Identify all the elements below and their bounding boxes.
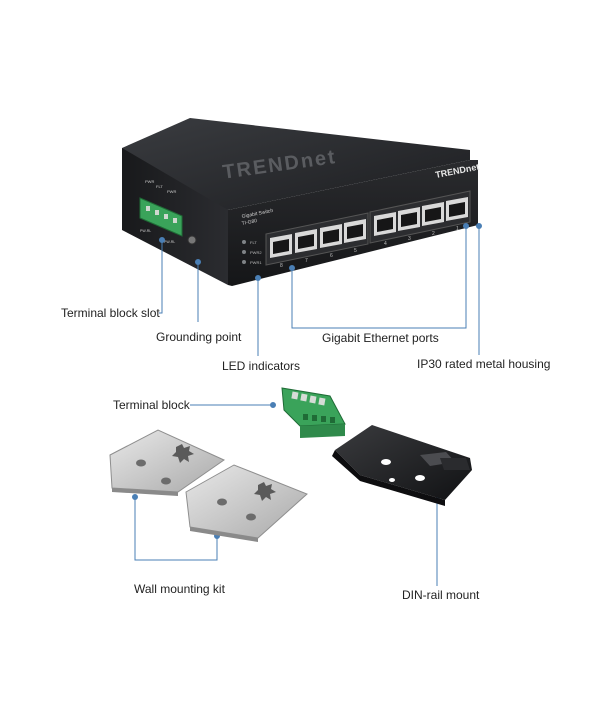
port-number-3: 3 [408, 236, 411, 242]
led-indicators: FLT PWR2 PWR1 [242, 240, 262, 265]
terminal-block [281, 387, 346, 438]
led-pwr2 [242, 250, 246, 254]
rj45-port-3 [398, 207, 420, 231]
din-rail-mount [332, 425, 472, 506]
rj45-port-4 [374, 212, 396, 236]
model-text-line2: TI-G80 [241, 218, 258, 227]
port-number-8: 8 [280, 263, 283, 269]
rj45-port-1 [446, 197, 468, 221]
wall-mounting-kit [109, 429, 308, 542]
port-number-2: 2 [432, 231, 435, 237]
terminal-label-1: PWR [145, 179, 154, 184]
callout-grounding-point: Grounding point [156, 330, 242, 344]
wall-plate-2 [185, 464, 308, 542]
callout-ip30-housing: IP30 rated metal housing [417, 357, 551, 371]
port-number-4: 4 [384, 241, 387, 247]
callout-led-indicators: LED indicators [222, 359, 301, 373]
terminal-label-2: FLT [156, 184, 163, 189]
callout-terminal-block-slot: Terminal block slot [61, 306, 160, 320]
terminal-sublabel-2: PW-RL [164, 240, 175, 244]
terminal-block-slot: PWR FLT PWR PW-RL PW-RL [139, 179, 183, 244]
rj45-port-6 [320, 224, 342, 248]
callout-line-wall-kit [134, 497, 218, 561]
callout-terminal-block: Terminal block [113, 398, 190, 412]
callout-gigabit-ethernet-ports: Gigabit Ethernet ports [322, 331, 439, 345]
terminal-sublabel-1: PW-RL [140, 229, 151, 233]
rj45-port-7 [295, 229, 317, 253]
callout-line-terminal-slot [159, 240, 163, 314]
led-pwr1 [242, 260, 246, 264]
rj45-port-2 [422, 202, 444, 226]
callout-wall-mounting-kit: Wall mounting kit [134, 582, 225, 596]
port-number-5: 5 [354, 248, 357, 254]
callout-lines [132, 223, 482, 586]
gigabit-ethernet-ports: 8 7 6 5 4 3 2 1 [265, 190, 471, 269]
rj45-port-8 [270, 234, 292, 258]
led-flt [242, 240, 246, 244]
terminal-label-3: PWR [167, 189, 176, 194]
led-label-pwr2: PWR2 [250, 250, 262, 255]
rj45-port-5 [344, 219, 366, 243]
port-number-1: 1 [456, 226, 459, 232]
switch-body: TRENDnet TRENDnet Gigabit Switch TI-G80 … [122, 118, 480, 286]
callout-din-rail-mount: DIN-rail mount [402, 588, 480, 602]
led-label-flt: FLT [250, 240, 257, 245]
grounding-screw [187, 235, 197, 245]
switch-top-surface [122, 118, 470, 210]
led-label-pwr1: PWR1 [250, 260, 262, 265]
port-number-6: 6 [330, 253, 333, 259]
terminal-slot-green [139, 197, 183, 237]
port-number-7: 7 [305, 258, 308, 264]
callout-line-ports [291, 226, 467, 329]
wall-plate-1 [109, 429, 226, 496]
